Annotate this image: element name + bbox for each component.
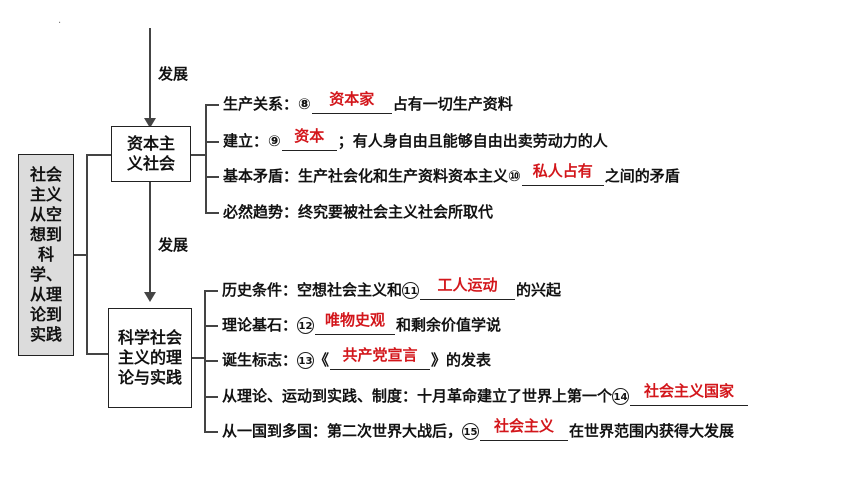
root-bracket <box>86 154 88 354</box>
sci-item-1-blank: 工人运动 <box>420 276 516 300</box>
root-node: 社会主义从空想到科学、从理论到实践 <box>18 154 74 356</box>
cap-item-1-num: ⑧ <box>298 95 311 113</box>
sci-item-2: 理论基石：12 唯物史观和剩余价值学说 <box>222 311 502 335</box>
cap-branch-3 <box>205 176 219 178</box>
sci-branch-5 <box>204 431 218 433</box>
sci-item-2-num: 12 <box>297 317 315 334</box>
sci-item-4-num: 14 <box>612 388 630 405</box>
capitalist-edge <box>191 154 205 156</box>
cap-item-3-answer: 私人占有 <box>532 162 593 180</box>
arrow-mid-head <box>144 292 156 302</box>
cap-item-3-blank: 私人占有 <box>521 162 604 186</box>
sci-item-5-blank: 社会主义 <box>480 417 569 441</box>
sci-branch-3 <box>204 360 218 362</box>
scientific-socialism-node: 科学社会主义的理论与实践 <box>108 308 192 408</box>
cap-item-1-after: 占有一切生产资料 <box>392 95 513 113</box>
develop-label-top: 发展 <box>158 65 189 83</box>
cap-item-3-num: ⑩ <box>508 167 521 185</box>
cap-branch-1 <box>205 104 219 106</box>
scientific-edge <box>192 357 204 359</box>
corner-mark: · <box>58 18 62 29</box>
sci-item-4-blank: 社会主义国家 <box>630 382 749 406</box>
root-to-scientific <box>86 353 108 355</box>
sci-branch-2 <box>204 325 218 327</box>
sci-branch-4 <box>204 396 218 398</box>
sci-item-5: 从一国到多国：第二次世界大战后，15 社会主义在世界范围内获得大发展 <box>222 417 735 441</box>
sci-item-1-before: 历史条件：空想社会主义和 <box>222 281 403 299</box>
sci-item-5-answer: 社会主义 <box>494 417 555 435</box>
scientific-label: 科学社会主义的理论与实践 <box>117 328 182 387</box>
cap-item-4: 必然趋势：终究要被社会主义社会所取代 <box>223 203 494 221</box>
sci-item-2-answer: 唯物史观 <box>325 311 386 329</box>
sci-item-1-after: 的兴起 <box>516 281 562 299</box>
arrow-mid-shaft <box>149 180 151 298</box>
cap-item-1-blank: 资本家 <box>311 90 392 114</box>
root-edge <box>74 254 86 256</box>
root-to-capitalist <box>86 154 111 156</box>
sci-item-3: 诞生标志：13《共产党宣言》的发表 <box>222 346 492 370</box>
develop-label-mid: 发展 <box>158 236 189 254</box>
sci-item-1-answer: 工人运动 <box>437 276 498 294</box>
cap-branch-2 <box>205 141 219 143</box>
sci-item-5-after: 在世界范围内获得大发展 <box>569 422 735 440</box>
capitalist-label: 资本主义社会 <box>126 134 175 173</box>
sci-item-4-answer: 社会主义国家 <box>644 382 735 400</box>
cap-item-1-before: 生产关系： <box>223 95 299 113</box>
cap-item-3-before: 基本矛盾：生产社会化和生产资料资本主义 <box>223 167 509 185</box>
sci-item-3-num: 13 <box>297 352 315 369</box>
sci-item-2-before: 理论基石： <box>222 316 298 334</box>
cap-item-2-blank: 资本 <box>281 127 337 151</box>
cap-branch-4 <box>205 212 219 214</box>
sci-item-5-num: 15 <box>462 423 480 440</box>
cap-item-2-before: 建立： <box>223 132 269 150</box>
sci-branch-1 <box>204 290 218 292</box>
sci-item-3-blank: 共产党宣言 <box>330 346 431 370</box>
cap-item-3: 基本矛盾：生产社会化和生产资料资本主义⑩ 私人占有之间的矛盾 <box>223 162 680 186</box>
sci-item-1-num: 11 <box>402 282 420 299</box>
sci-item-2-after: 和剩余价值学说 <box>396 316 502 334</box>
arrow-top-head <box>144 118 156 128</box>
cap-item-3-after: 之间的矛盾 <box>604 167 680 185</box>
sci-item-2-blank: 唯物史观 <box>315 311 396 335</box>
cap-item-1-answer: 资本家 <box>329 90 375 108</box>
sci-item-4-before: 从理论、运动到实践、制度：十月革命建立了世界上第一个 <box>222 387 613 405</box>
arrow-top-shaft <box>149 28 151 126</box>
cap-item-2-num: ⑨ <box>268 132 281 150</box>
cap-item-2: 建立：⑨ 资本 ；有人身自由且能够自由出卖劳动力的人 <box>223 127 608 151</box>
capitalist-society-node: 资本主义社会 <box>111 126 191 182</box>
sci-item-3-before: 诞生标志： <box>222 351 298 369</box>
root-label: 社会主义从空想到科学、从理论到实践 <box>29 165 62 344</box>
sci-item-3-answer: 共产党宣言 <box>342 346 418 364</box>
sci-item-3-after: 》的发表 <box>431 351 492 369</box>
capitalist-bracket <box>205 104 207 213</box>
cap-item-2-after: ；有人身自由且能够自由出卖劳动力的人 <box>337 132 608 150</box>
cap-item-2-answer: 资本 <box>294 127 325 145</box>
sci-item-5-before: 从一国到多国：第二次世界大战后， <box>222 422 463 440</box>
cap-item-1: 生产关系：⑧ 资本家占有一切生产资料 <box>223 90 513 114</box>
sci-item-3-open: 《 <box>314 351 330 369</box>
